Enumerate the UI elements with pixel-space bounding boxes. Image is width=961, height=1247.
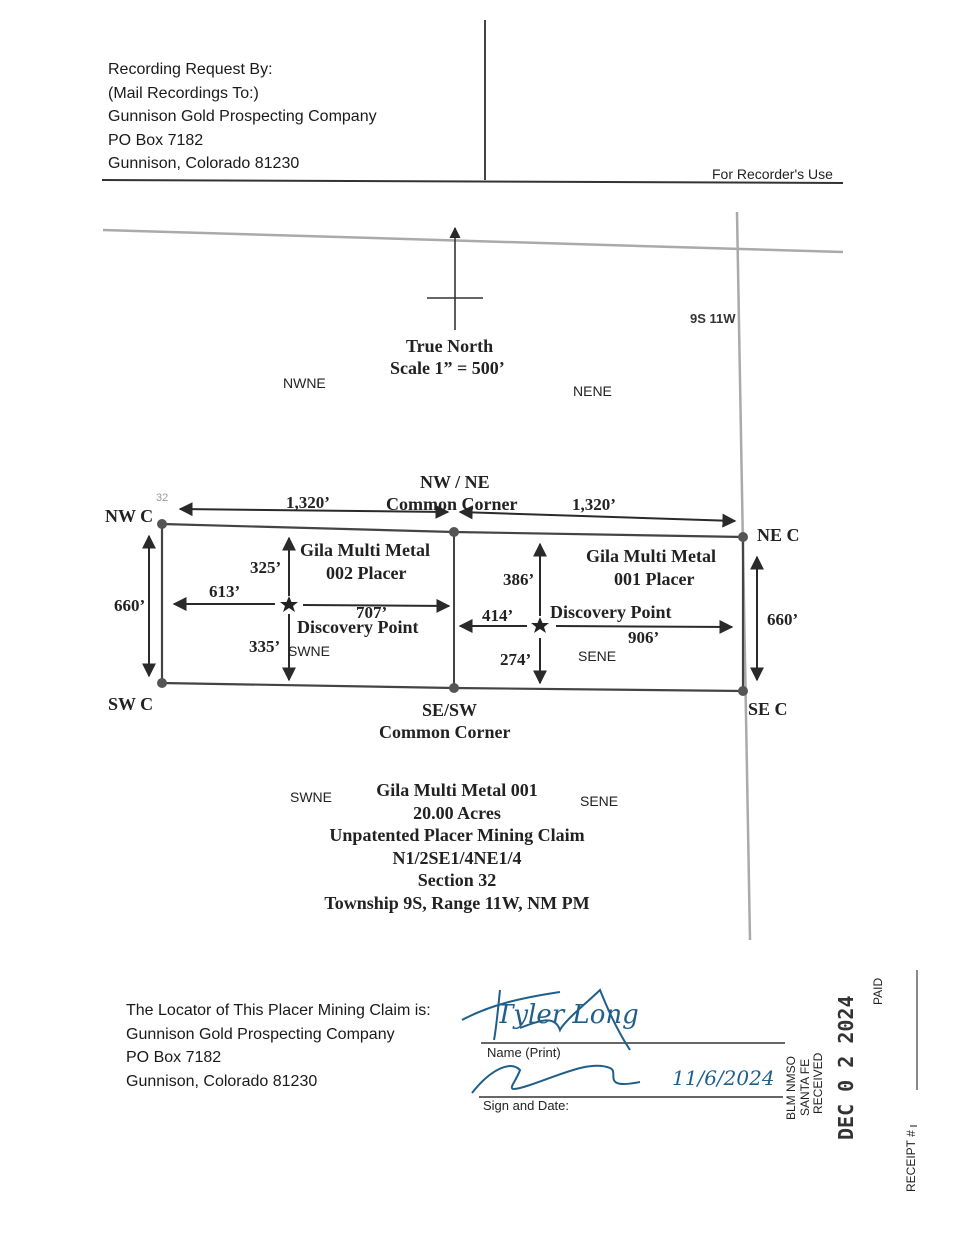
dim-top-right: 1,320’	[572, 495, 616, 514]
dim-right-side: 660’	[767, 610, 799, 629]
dim-e-right: 906’	[628, 628, 660, 647]
locator-line-4: Gunnison, Colorado 81230	[126, 1072, 318, 1090]
name-signature-scribble	[461, 988, 631, 1051]
quarter-swne-inner: SWNE	[288, 643, 330, 659]
claim-info-aliquot: N1/2SE1/4NE1/4	[392, 847, 522, 868]
dim-left-side: 660’	[114, 596, 146, 615]
handwritten-name: Tyler Long	[496, 1000, 639, 1030]
claim-info-name: Gila Multi Metal 001	[376, 780, 538, 800]
request-line-1: Recording Request By:	[108, 61, 273, 78]
discovery-star-east	[531, 617, 549, 633]
quarter-nene-top: NENE	[573, 383, 612, 399]
discovery-star-west	[280, 596, 298, 612]
section-ref-label: 9S 11W	[690, 311, 736, 326]
stamp-agency-1: BLM NMSO	[784, 1055, 798, 1120]
section-line-horizontal	[102, 228, 844, 254]
corner-sw-marker	[157, 678, 167, 688]
quarter-sene-inner: SENE	[578, 648, 617, 664]
corner-top-common-line2: Common Corner	[386, 494, 518, 514]
recorder-use-label: For Recorder's Use	[712, 166, 833, 182]
discovery-point-east: Discovery Point	[550, 602, 672, 622]
corner-ne-label: NE C	[757, 525, 800, 545]
east-claim-name-2: 001 Placer	[614, 569, 695, 589]
corner-nw-label: NW C	[105, 506, 154, 526]
east-claim-name-1: Gila Multi Metal	[586, 546, 716, 566]
west-claim-name-1: Gila Multi Metal	[300, 540, 430, 560]
w-right-arrow	[302, 598, 451, 613]
dim-e-up: 386’	[503, 570, 535, 589]
request-line-3: Gunnison Gold Prospecting Company	[108, 108, 377, 125]
corner-bottom-common-marker	[449, 683, 459, 693]
dim-arrow-top-right	[458, 505, 737, 528]
section-number: 32	[156, 492, 169, 504]
dim-e-left: 414’	[482, 606, 514, 625]
header-rule	[101, 179, 844, 184]
dim-e-down: 274’	[500, 650, 532, 669]
claim-info-township: Township 9S, Range 11W, NM PM	[324, 892, 590, 913]
stamp-receipt: RECEIPT #	[904, 1130, 918, 1192]
dim-arrow-top-left	[178, 502, 450, 519]
request-line-4: PO Box 7182	[108, 131, 204, 149]
west-claim-name-2: 002 Placer	[326, 563, 407, 583]
claim-info-type: Unpatented Placer Mining Claim	[329, 825, 585, 846]
dim-w-down: 335’	[249, 637, 281, 656]
handwritten-date: 11/6/2024	[672, 1066, 775, 1090]
corner-se-marker	[738, 686, 748, 696]
corner-bottom-common-line2: Common Corner	[379, 722, 511, 742]
quarter-sene-bottom: SENE	[580, 793, 619, 809]
name-print-label: Name (Print)	[487, 1045, 561, 1060]
corner-sw-label: SW C	[108, 694, 154, 714]
stamp-agency-2: SANTA FE	[798, 1058, 812, 1116]
north-title: True North	[406, 336, 494, 356]
stamp-date: DEC 0 2 2024	[834, 995, 858, 1141]
corner-ne-marker	[738, 532, 748, 542]
sign-date-label: Sign and Date:	[483, 1098, 570, 1113]
recording-request-block: Recording Request By: (Mail Recordings T…	[108, 58, 377, 176]
stamp-paid: PAID	[871, 977, 885, 1005]
e-right-arrow	[555, 619, 734, 634]
dim-w-right: 707’	[356, 603, 388, 622]
request-line-2: (Mail Recordings To:)	[108, 84, 259, 102]
corner-se-label: SE C	[748, 699, 788, 719]
dim-top-left: 1,320’	[286, 493, 330, 512]
corner-nw-marker	[157, 519, 167, 529]
corner-top-common-line1: NW / NE	[420, 472, 490, 492]
claim-info-block: Gila Multi Metal 001 20.00 Acres Unpaten…	[300, 779, 614, 915]
dim-w-left: 613’	[209, 582, 241, 601]
date-signature-scribble	[471, 1064, 641, 1094]
locator-block: The Locator of This Placer Mining Claim …	[126, 999, 431, 1093]
stamp-agency-3: RECEIVED	[811, 1052, 825, 1114]
scale-label: Scale 1” = 500’	[390, 358, 505, 378]
claim-info-acres: 20.00 Acres	[413, 802, 501, 823]
quarter-swne-bottom: SWNE	[290, 789, 332, 805]
locator-line-2: Gunnison Gold Prospecting Company	[126, 1025, 395, 1043]
discovery-point-west: Discovery Point	[297, 617, 419, 637]
dim-w-up: 325’	[250, 558, 282, 577]
locator-line-1: The Locator of This Placer Mining Claim …	[126, 1002, 431, 1019]
request-line-5: Gunnison, Colorado 81230	[108, 155, 300, 172]
corner-top-common-marker	[449, 527, 459, 537]
claim-info-section: Section 32	[417, 870, 497, 891]
quarter-nwne-top: NWNE	[283, 375, 326, 391]
locator-line-3: PO Box 7182	[126, 1049, 222, 1066]
corner-bottom-common-line1: SE/SW	[422, 700, 478, 720]
